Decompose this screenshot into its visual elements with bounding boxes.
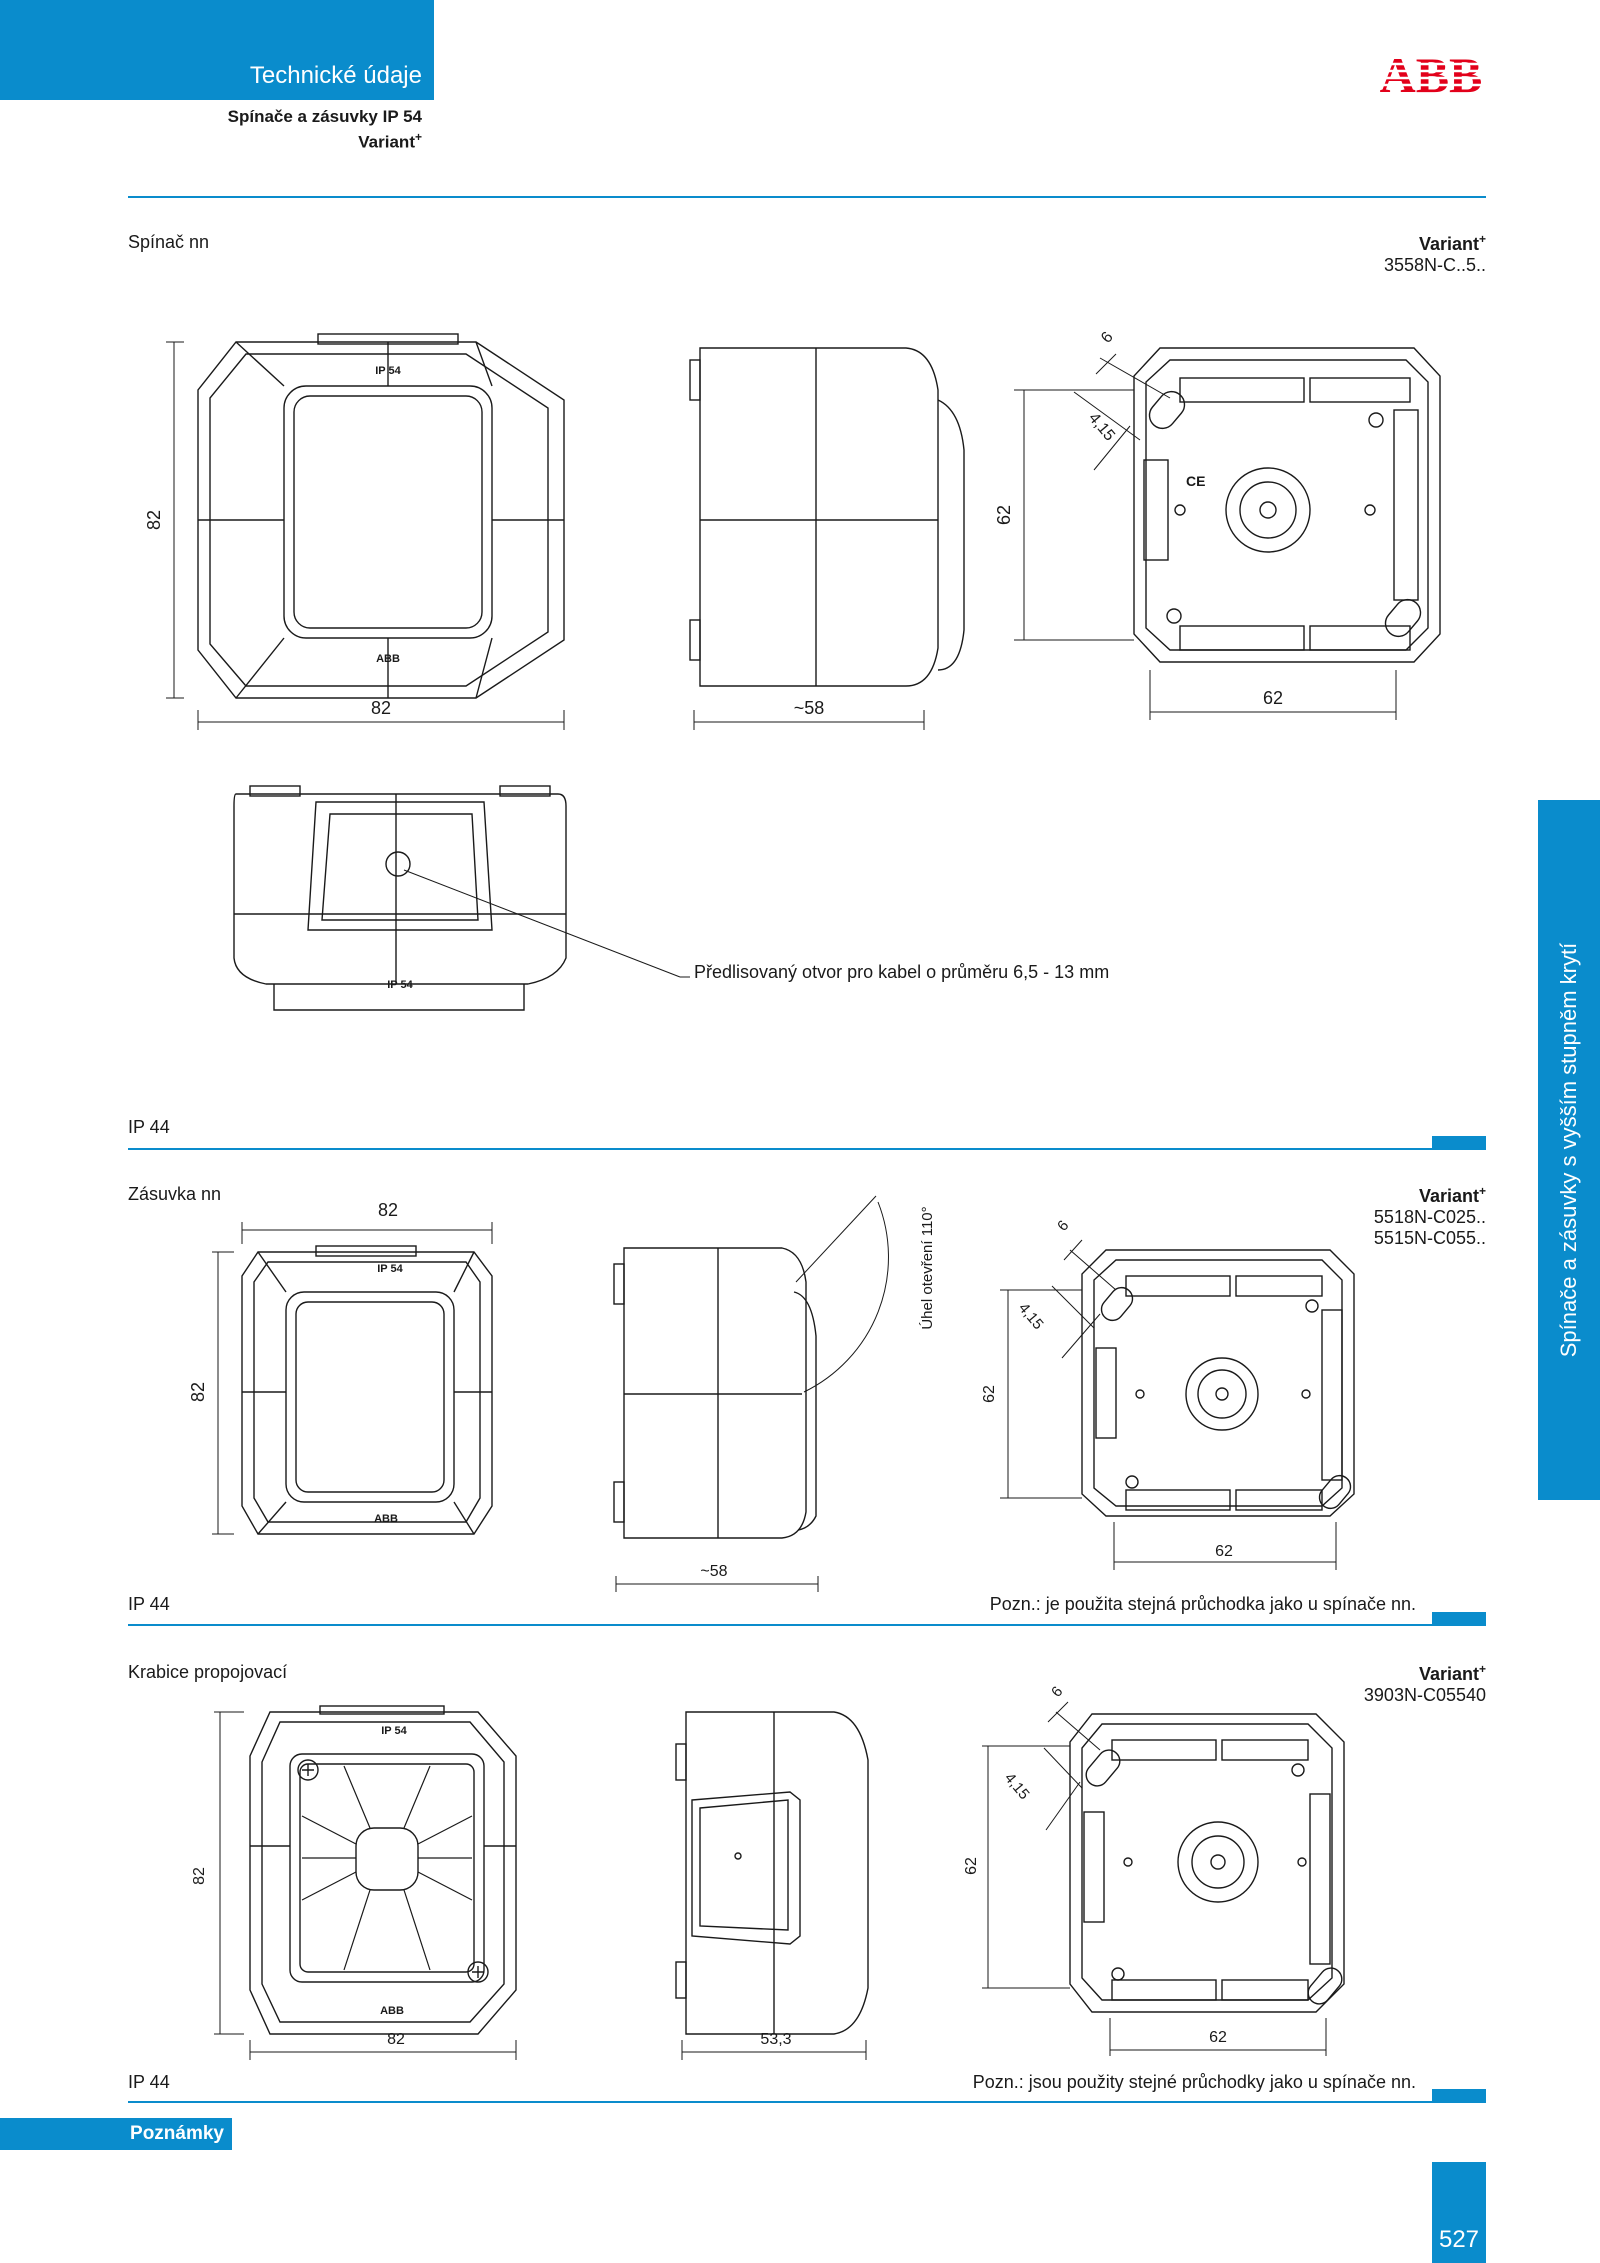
switch-bottom-view: IP 54 [233, 785, 690, 1011]
section1-code: 3558N-C..5.. [1383, 255, 1486, 275]
section2-variant: Variant+ 5518N-C025.. 5515N-C055.. [1186, 1184, 1486, 1249]
section2-rule-tab [1432, 1612, 1486, 1624]
socket-opening-angle: Úhel otevření 110° [919, 1206, 936, 1329]
subtitle-line1: Spínače a zásuvky IP 54 [227, 107, 422, 126]
socket-side-width: ~58 [700, 1563, 727, 1580]
section1-title: Spínač nn [128, 232, 210, 252]
section2-code-1: 5518N-C025.. [1373, 1207, 1486, 1227]
box-side-view: 53,3 [675, 1711, 869, 2060]
section1-variant-plus: + [1478, 232, 1486, 246]
section3-rule [128, 2101, 1486, 2103]
socket-back-width: 62 [1215, 1543, 1233, 1560]
switch-front-view: IP 54 ABB 82 82 [144, 333, 565, 730]
section1-variant: Variant+ 3558N-C..5.. [1186, 232, 1486, 276]
notes-label: Poznámky [0, 2118, 232, 2150]
section3-code: 3903N-C05540 [1363, 1685, 1486, 1705]
page-number: 527 [1438, 2226, 1480, 2253]
section1-rule-tab [1432, 1136, 1486, 1148]
section2-code-2: 5515N-C055.. [1373, 1228, 1486, 1248]
switch-front-height: 82 [144, 510, 164, 530]
switch-side-view: ~58 [689, 347, 965, 730]
switch-cable-callout: Předlisovaný otvor pro kabel o průměru 6… [694, 962, 1110, 982]
socket-front-view: IP 54 ABB 82 82 [188, 1200, 493, 1535]
side-tab [1538, 800, 1600, 1500]
section3-rule-tab [1432, 2089, 1486, 2101]
socket-front-height: 82 [188, 1382, 208, 1402]
switch-front-width: 82 [371, 698, 391, 718]
section3-note: Pozn.: jsou použity stejné průchodky jak… [972, 2072, 1416, 2092]
section3-ip: IP 44 [128, 2072, 170, 2092]
section2-variant-label: Variant [1418, 1186, 1479, 1206]
section1-variant-label: Variant [1418, 234, 1479, 254]
switch-side-width: ~58 [794, 698, 825, 718]
subtitle-line2: Variant [358, 132, 415, 152]
box-front-height: 82 [191, 1867, 208, 1885]
box-back-width: 62 [1209, 2029, 1227, 2046]
box-front-width: 82 [387, 2031, 405, 2048]
section3-variant-plus: + [1478, 1662, 1486, 1676]
box-back-view: 6 4,15 62 62 [963, 1683, 1345, 2056]
section1-rule [128, 1148, 1486, 1150]
abb-logo: ABB [1376, 52, 1486, 98]
switch-back-height: 62 [994, 505, 1014, 525]
section2-rule [128, 1624, 1486, 1626]
section3-variant-label: Variant [1418, 1664, 1479, 1684]
box-front-abb-mark: ABB [380, 2005, 404, 2017]
switch-back-d6: 6 [1098, 329, 1117, 347]
socket-front-abb-mark: ABB [374, 1513, 398, 1525]
switch-back-view: CE 6 4,15 62 62 [994, 329, 1441, 720]
page-subtitle: Spínače a zásuvky IP 54 Variant+ [0, 106, 422, 153]
box-front-ip-mark: IP 54 [381, 1725, 407, 1737]
socket-side-view: Úhel otevření 110° ~58 [613, 1195, 936, 1592]
section3-variant: Variant+ 3903N-C05540 [1186, 1662, 1486, 1706]
box-back-height: 62 [963, 1857, 980, 1875]
section1-ip: IP 44 [128, 1117, 170, 1137]
switch-back-width: 62 [1263, 688, 1283, 708]
socket-front-ip-mark: IP 54 [377, 1263, 403, 1275]
socket-back-height: 62 [981, 1385, 998, 1403]
subtitle-plus: + [414, 130, 422, 144]
section2-ip: IP 44 [128, 1594, 170, 1614]
section2-title: Zásuvka nn [128, 1184, 222, 1204]
section2-variant-plus: + [1478, 1184, 1486, 1198]
switch-bottom-ip-mark: IP 54 [387, 979, 413, 991]
page-title: Technické údaje [249, 62, 422, 89]
box-side-width: 53,3 [760, 2031, 791, 2048]
socket-back-d6: 6 [1054, 1217, 1072, 1234]
box-front-view: IP 54 ABB 82 82 [191, 1705, 517, 2060]
svg-text:CE: CE [1186, 473, 1205, 489]
socket-back-d415: 4,15 [1015, 1300, 1047, 1333]
box-back-d415: 4,15 [1001, 1770, 1033, 1803]
header-rule [128, 196, 1486, 198]
switch-back-d415: 4,15 [1085, 410, 1118, 445]
side-tab-text: Spínače a zásuvky s vyšším stupněm krytí [1556, 942, 1581, 1358]
socket-back-view: 6 4,15 62 62 [981, 1217, 1355, 1570]
header-banner [0, 0, 434, 100]
page-number-box [1432, 2162, 1486, 2263]
switch-front-ip-mark: IP 54 [375, 365, 401, 377]
switch-front-abb-mark: ABB [376, 653, 400, 665]
section2-note: Pozn.: je použita stejná průchodka jako … [989, 1594, 1416, 1614]
box-back-d6: 6 [1048, 1683, 1066, 1700]
socket-front-width: 82 [378, 1200, 398, 1220]
abb-logo-text: ABB [1380, 52, 1483, 98]
section3-title: Krabice propojovací [128, 1662, 288, 1682]
